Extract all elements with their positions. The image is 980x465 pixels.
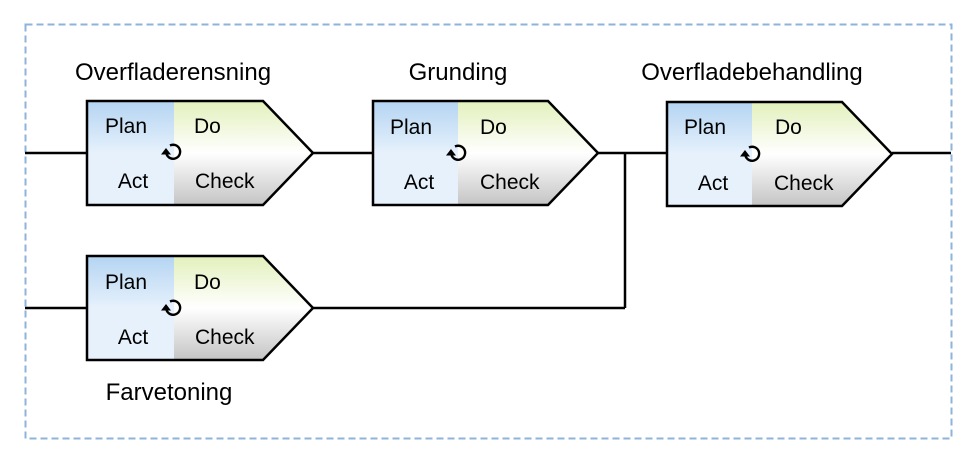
- act-label: Act: [118, 170, 149, 193]
- check-label: Check: [774, 172, 834, 195]
- check-cell: [174, 153, 313, 205]
- plan-label: Plan: [390, 116, 432, 139]
- check-label: Check: [195, 326, 255, 349]
- process-block-grunding: Plan Do Act Check: [371, 99, 600, 207]
- act-cell: [373, 153, 458, 205]
- do-label: Do: [480, 116, 507, 139]
- process-title-farvetoning: Farvetoning: [106, 379, 233, 406]
- check-cell: [458, 153, 598, 205]
- act-label: Act: [118, 326, 149, 349]
- do-cell: [174, 256, 313, 308]
- cycle-arrow-icon: [161, 143, 182, 160]
- process-block-farvetoning: Plan Do Act Check: [85, 254, 315, 362]
- plan-cell: [87, 256, 174, 308]
- diagram-frame: [24, 23, 953, 440]
- cycle-arrow-icon: [161, 299, 182, 316]
- check-cell: [752, 154, 892, 206]
- plan-label: Plan: [105, 115, 147, 138]
- act-label: Act: [698, 172, 729, 195]
- do-cell: [174, 101, 313, 153]
- process-title-overfladebehandling: Overfladebehandling: [641, 59, 863, 86]
- block-outline: [371, 99, 600, 207]
- plan-cell: [87, 101, 174, 153]
- process-title-grunding: Grunding: [409, 59, 508, 86]
- check-label: Check: [195, 170, 255, 193]
- plan-cell: [373, 101, 458, 153]
- act-label: Act: [404, 171, 435, 194]
- act-cell: [87, 153, 174, 205]
- do-label: Do: [194, 271, 221, 294]
- act-cell: [87, 308, 174, 360]
- process-block-overfladerensning: Plan Do Act Check: [85, 99, 315, 207]
- plan-label: Plan: [684, 116, 726, 139]
- do-cell: [752, 102, 892, 154]
- do-label: Do: [194, 115, 221, 138]
- process-block-overfladebehandling: Plan Do Act Check: [665, 100, 894, 208]
- cycle-arrow-icon: [740, 145, 761, 162]
- do-label: Do: [775, 116, 802, 139]
- cycle-arrow-icon: [446, 144, 467, 161]
- block-outline: [85, 99, 315, 207]
- block-outline: [665, 100, 894, 208]
- process-title-overfladerensning: Overfladerensning: [75, 59, 271, 86]
- plan-label: Plan: [105, 271, 147, 294]
- check-cell: [174, 308, 313, 360]
- do-cell: [458, 101, 598, 153]
- plan-cell: [667, 102, 752, 154]
- connectors: [25, 151, 951, 310]
- act-cell: [667, 154, 752, 206]
- check-label: Check: [480, 171, 540, 194]
- block-outline: [85, 254, 315, 362]
